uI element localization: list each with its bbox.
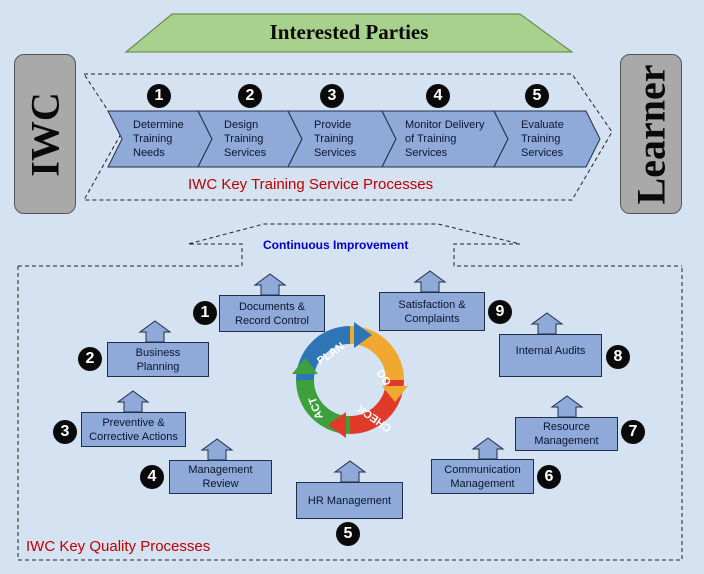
act-arrowhead xyxy=(292,358,318,374)
quality-process-5-number: 5 xyxy=(336,522,360,546)
service-section-title: IWC Key Training Service Processes xyxy=(188,176,434,193)
up-arrow-2 xyxy=(138,320,172,343)
quality-process-3-number: 3 xyxy=(53,420,77,444)
quality-process-9-box: Satisfaction & Complaints xyxy=(379,292,485,331)
service-step-5-label: Evaluate Training Services xyxy=(521,119,564,159)
iwc-panel: IWC xyxy=(14,54,76,214)
up-arrow-5 xyxy=(333,460,367,483)
up-arrow-3 xyxy=(116,390,150,413)
service-step-1-label: Determine Training Needs xyxy=(133,119,184,159)
do-arrowhead xyxy=(382,386,408,402)
quality-process-8-number: 8 xyxy=(606,345,630,369)
service-step-2-label: Design Training Services xyxy=(224,119,267,159)
service-step-4-number: 4 xyxy=(426,84,450,108)
quality-process-2-number: 2 xyxy=(78,347,102,371)
up-arrow-9 xyxy=(413,270,447,293)
interested-parties-banner xyxy=(124,13,574,53)
service-process-region xyxy=(83,73,613,201)
quality-process-4-number: 4 xyxy=(140,465,164,489)
up-arrow-6 xyxy=(471,437,505,460)
service-step-3-label: Provide Training Services xyxy=(314,119,357,159)
quality-process-9-number: 9 xyxy=(488,300,512,324)
service-step-2-number: 2 xyxy=(238,84,262,108)
quality-process-3-box: Preventive & Corrective Actions xyxy=(81,412,186,447)
improvement-funnel xyxy=(18,223,682,267)
learner-label: Learner xyxy=(628,64,674,204)
quality-process-7-box: Resource Management xyxy=(515,417,618,451)
interested-parties-title: Interested Parties xyxy=(269,20,429,44)
plan-arrowhead xyxy=(354,322,372,348)
service-step-4-label: Monitor Delivery of Training Services xyxy=(405,119,485,159)
quality-section-title: IWC Key Quality Processes xyxy=(26,538,211,555)
quality-process-8-box: Internal Audits xyxy=(499,334,602,377)
quality-process-6-box: Communication Management xyxy=(431,459,534,494)
up-arrow-1 xyxy=(253,273,287,296)
service-step-1-number: 1 xyxy=(147,84,171,108)
quality-process-region xyxy=(17,266,683,561)
up-arrow-4 xyxy=(200,438,234,461)
quality-process-7-number: 7 xyxy=(621,420,645,444)
service-chevron-5 xyxy=(493,110,601,168)
quality-process-2-box: Business Planning xyxy=(107,342,209,377)
learner-panel: Learner xyxy=(620,54,682,214)
up-arrow-8 xyxy=(530,312,564,335)
quality-process-1-box: Documents & Record Control xyxy=(219,295,325,332)
quality-process-4-box: Management Review xyxy=(169,460,272,494)
service-step-5-number: 5 xyxy=(525,84,549,108)
iwc-label: IWC xyxy=(22,91,68,177)
quality-process-1-number: 1 xyxy=(193,301,217,325)
up-arrow-7 xyxy=(550,395,584,418)
quality-process-6-number: 6 xyxy=(537,465,561,489)
quality-process-5-box: HR Management xyxy=(296,482,403,519)
check-arrowhead xyxy=(328,412,346,438)
service-step-3-number: 3 xyxy=(320,84,344,108)
continuous-improvement-label: Continuous Improvement xyxy=(263,238,409,252)
